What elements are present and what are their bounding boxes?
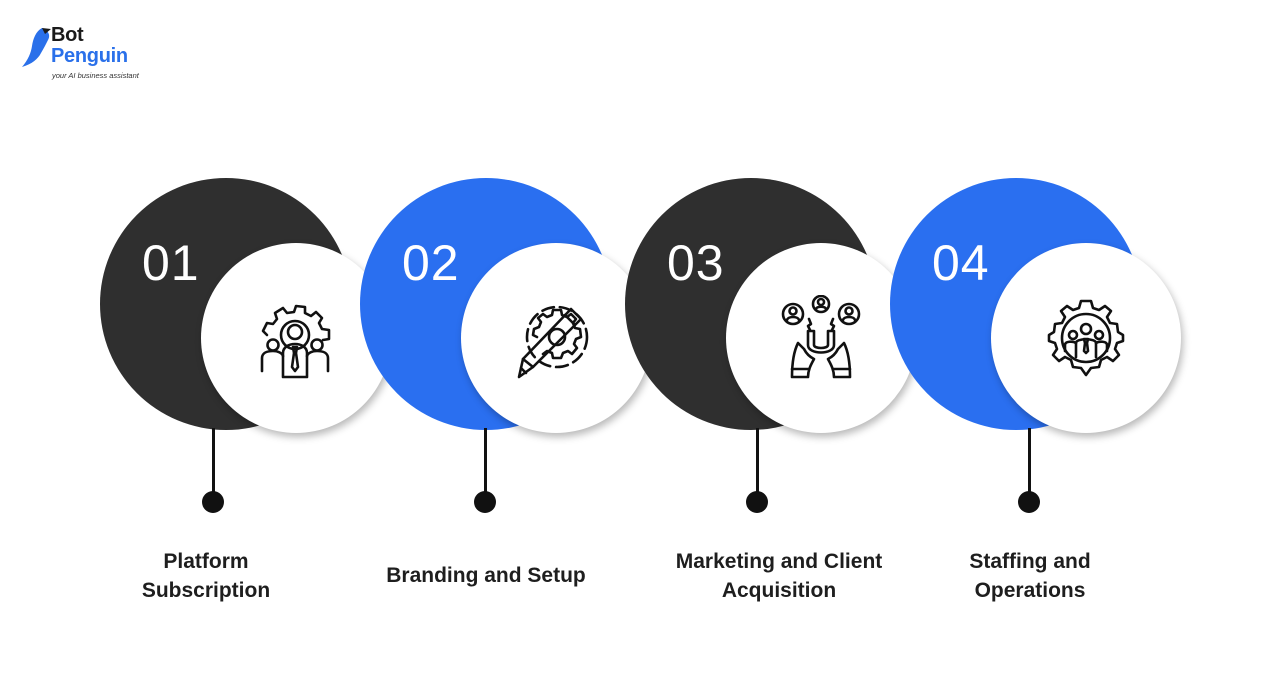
connector-dot (202, 491, 224, 513)
brand-name-line2: Penguin (51, 45, 128, 67)
step-number: 01 (142, 235, 200, 291)
step-staffing-operations: 04 Staffing and Operations (890, 0, 1190, 686)
step-branding-setup: 02 Branding and Setup (360, 0, 660, 686)
brand-tagline: your AI business assistant (52, 71, 139, 80)
step-number: 03 (667, 235, 725, 291)
icon-circle (461, 243, 651, 433)
connector-dot (474, 491, 496, 513)
step-platform-subscription: 01 Platform Subscription (100, 0, 400, 686)
connector-line (212, 428, 215, 498)
step-label: Branding and Setup (386, 564, 586, 587)
penguin-logo-icon (22, 28, 51, 67)
icon-circle (991, 243, 1181, 433)
connector-line (1028, 428, 1031, 498)
magnet-people-icon (781, 295, 861, 379)
step-label: Platform Subscription (141, 550, 271, 602)
gear-pencil-icon (517, 305, 589, 379)
botpenguin-logo: Bot Penguin your AI business assistant (18, 24, 168, 84)
step-number: 02 (402, 235, 460, 291)
connector-line (756, 428, 759, 498)
gear-team-icon (260, 304, 331, 379)
icon-circle (726, 243, 916, 433)
step-marketing-client-acquisition: 03 Marketing and Client Acquisition (625, 0, 925, 686)
step-label: Staffing and Operations (969, 550, 1091, 602)
connector-line (484, 428, 487, 498)
step-label: Marketing and Client Acquisition (675, 550, 883, 602)
icon-circle (201, 243, 391, 433)
brand-name-line1: Bot (51, 24, 84, 46)
connector-dot (746, 491, 768, 513)
gear-staff-icon (1047, 299, 1125, 377)
step-number: 04 (932, 235, 990, 291)
connector-dot (1018, 491, 1040, 513)
